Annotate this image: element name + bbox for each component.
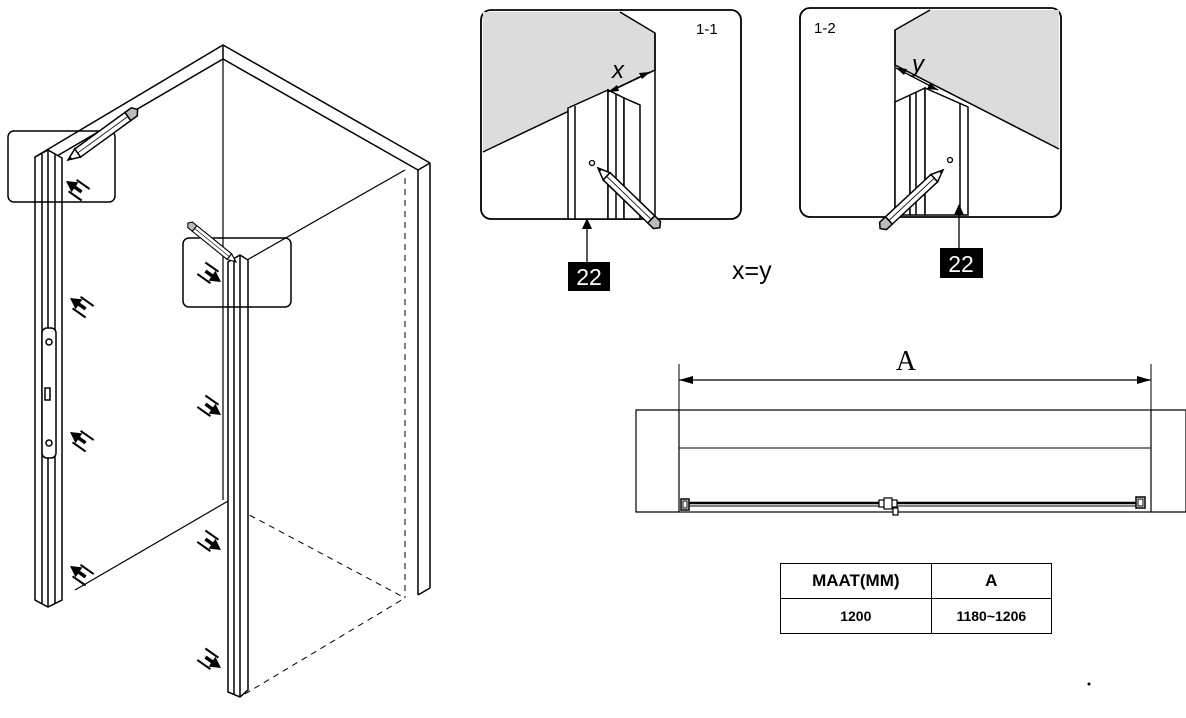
part-number-text: 22 [948,251,974,277]
detail-1-2: y 1-2 22 [799,7,1062,278]
marking-highlight-right [182,237,292,308]
hidden-lines [239,178,406,695]
dimension-x: x [611,57,625,84]
left-wall-plan [635,409,679,513]
dimension-A: A [896,346,917,377]
table-header-a: A [930,563,1053,599]
top-frame [34,44,431,171]
drill-mark [946,156,954,164]
pencil-icon [185,219,239,266]
table-header-row: MAAT(MM) A [780,563,1053,599]
wall-profile [894,86,969,216]
table-cell-range: 1180~1206 [930,598,1053,634]
marking-highlight-left [7,130,116,203]
right-glass-profile [227,254,249,698]
push-arrow-icon [195,393,227,423]
dot-mark [1087,682,1091,686]
dimension-y: y [910,51,926,78]
part-number-badge [568,262,610,291]
detail-label-1-2: 1-2 [814,20,836,37]
drill-mark [588,159,596,167]
top-rail [239,169,406,265]
left-handle [41,327,57,459]
wall-section [895,10,1059,149]
isometric-shower-view [34,44,431,698]
push-arrow-icon [64,424,96,454]
wall-section [483,12,655,152]
pencil-icon [64,104,142,165]
equation-x-equals-y: x=y [732,257,772,285]
detail-1-1: x 1-1 22 [480,9,742,291]
part-number-badge [940,248,983,278]
floor-line [74,496,236,591]
handle-plan [878,497,899,516]
push-arrow-icon [64,290,96,320]
detail-label-1-1: 1-1 [696,21,718,38]
push-arrow-icon [195,646,227,676]
table-row: 1200 1180~1206 [780,598,1053,634]
push-arrow-icon [60,173,92,203]
table-cell-size: 1200 [780,598,932,634]
size-table: MAAT(MM) A 1200 1180~1206 [780,563,1053,634]
right-wall-edge [417,163,431,596]
push-arrow-icon [195,260,227,290]
plan-view: A [635,346,1186,516]
table-header-maat: MAAT(MM) [780,563,932,599]
push-arrow-icon [195,528,227,558]
part-number-text: 22 [576,264,602,290]
enclosure-outline [678,409,1152,513]
